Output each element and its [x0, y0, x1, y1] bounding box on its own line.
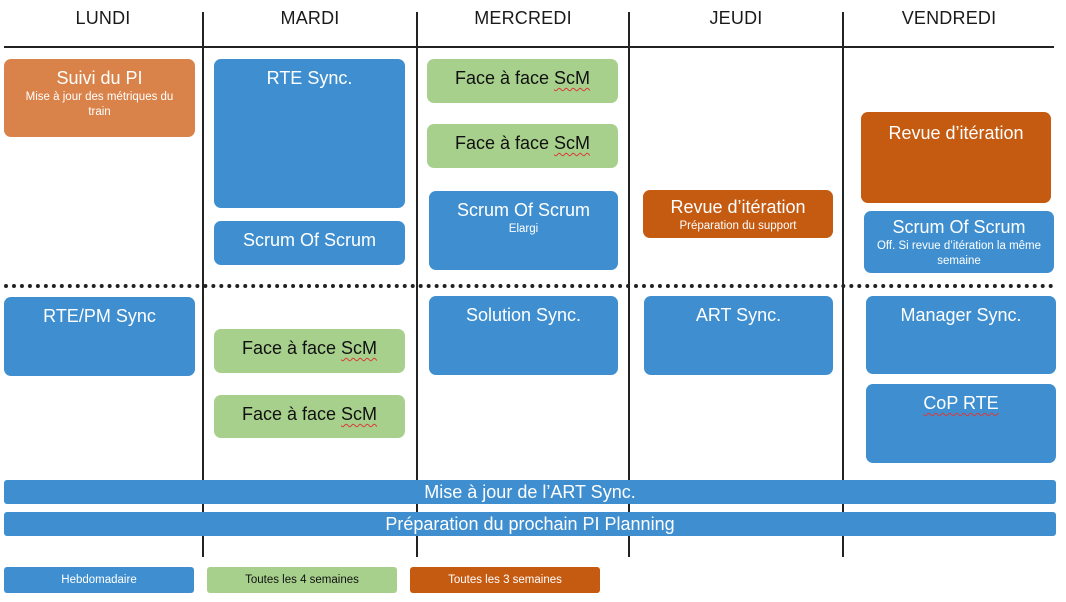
event-face-a-face-scm: Face à face ScM [214, 329, 405, 373]
event-suivi-pi: Suivi du PI Mise à jour des métriques du… [4, 59, 195, 137]
event-cop-rte: CoP RTE [866, 384, 1056, 463]
event-title-text: Face à face [241, 404, 342, 424]
event-title: Face à face ScM [455, 67, 590, 89]
event-title-text: Face à face [454, 68, 555, 88]
event-title: Revue d’itération [670, 197, 806, 217]
event-subtitle: Mise à jour des métriques du train [25, 91, 174, 118]
event-subtitle: Préparation du support [679, 220, 797, 232]
event-title: Solution Sync. [465, 305, 582, 325]
event-subtitle: Elargi [508, 223, 539, 235]
event-title-scm: ScM [554, 68, 591, 88]
event-title: Scrum Of Scrum [456, 200, 590, 220]
event-title: Face à face ScM [455, 132, 590, 154]
event-scrum-of-scrum-off: Scrum Of Scrum Off. Si revue d’itération… [864, 211, 1054, 273]
legend-toutes-3-semaines: Toutes les 3 semaines [410, 567, 600, 593]
event-manager-sync: Manager Sync. [866, 296, 1056, 374]
band-pi-planning-prep: Préparation du prochain PI Planning [4, 512, 1056, 536]
event-solution-sync: Solution Sync. [429, 296, 618, 375]
legend-hebdomadaire: Hebdomadaire [4, 567, 194, 593]
day-header-vendredi: VENDREDI [901, 8, 997, 28]
event-title: Face à face ScM [242, 403, 377, 425]
event-rte-pm-sync: RTE/PM Sync [4, 297, 195, 376]
header-divider [4, 46, 1054, 48]
event-title: Scrum Of Scrum [242, 230, 376, 250]
dotted-divider [4, 284, 1054, 288]
event-subtitle: Off. Si revue d’itération la même semain… [876, 240, 1042, 267]
event-title: ART Sync. [695, 305, 782, 325]
event-title: RTE/PM Sync [43, 306, 156, 326]
event-title-scm: ScM [554, 133, 591, 153]
day-header-mercredi: MERCREDI [474, 8, 572, 28]
event-title-scm: ScM [341, 404, 378, 424]
legend-toutes-4-semaines: Toutes les 4 semaines [207, 567, 397, 593]
day-header-mardi: MARDI [280, 8, 340, 28]
event-rte-sync: RTE Sync. [214, 59, 405, 208]
day-header-jeudi: JEUDI [709, 8, 763, 28]
event-title: Suivi du PI [56, 68, 143, 88]
event-title: CoP RTE [923, 393, 999, 413]
event-revue-iteration: Revue d’itération [861, 112, 1051, 203]
event-revue-iteration: Revue d’itération Préparation du support [643, 190, 833, 238]
event-title-text: Face à face [454, 133, 555, 153]
event-face-a-face-scm: Face à face ScM [427, 59, 618, 103]
event-art-sync: ART Sync. [644, 296, 833, 375]
band-art-sync-update: Mise à jour de l’ART Sync. [4, 480, 1056, 504]
event-title: Face à face ScM [242, 337, 377, 359]
event-scrum-of-scrum: Scrum Of Scrum [214, 221, 405, 265]
event-scrum-of-scrum-elargi: Scrum Of Scrum Elargi [429, 191, 618, 270]
day-header-lundi: LUNDI [75, 8, 131, 28]
event-face-a-face-scm: Face à face ScM [214, 395, 405, 438]
event-title: Scrum Of Scrum [892, 217, 1026, 237]
event-title: RTE Sync. [266, 68, 353, 88]
event-title: Manager Sync. [900, 305, 1022, 325]
event-title-scm: ScM [341, 338, 378, 358]
event-title: Revue d’itération [888, 123, 1024, 143]
event-title-text: Face à face [241, 338, 342, 358]
event-face-a-face-scm: Face à face ScM [427, 124, 618, 168]
